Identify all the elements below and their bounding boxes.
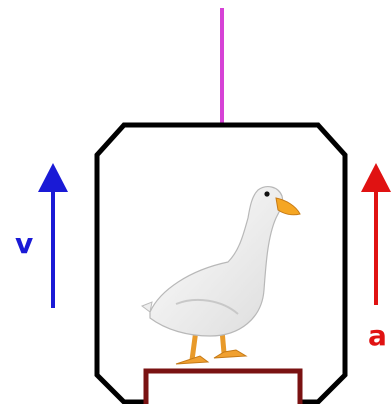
velocity-arrow [38,163,68,308]
duck-illustration [140,186,301,365]
acceleration-arrow [361,163,391,305]
velocity-label: v [15,227,33,260]
scale-platform [143,368,303,404]
acceleration-label: a [368,319,387,352]
